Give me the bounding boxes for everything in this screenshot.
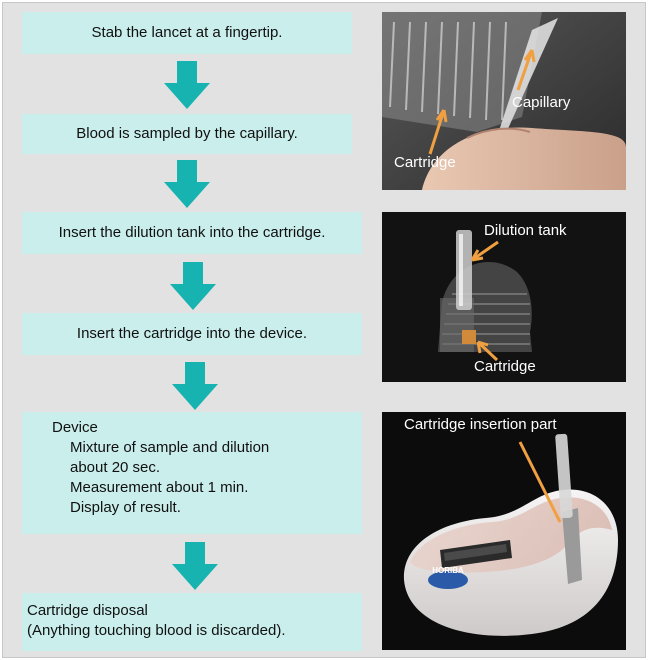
label-cartridge-insertion-part: Cartridge insertion part [404, 416, 557, 433]
disposal-line: Cartridge disposal [27, 601, 362, 621]
step-device: Device Mixture of sample and dilution ab… [22, 412, 362, 534]
label-cartridge: Cartridge [394, 154, 456, 171]
device-detail-line: Display of result. [70, 498, 362, 518]
photo-cartridge-capillary: Capillary Cartridge [382, 12, 626, 190]
down-arrow [164, 160, 210, 208]
down-arrow [164, 61, 210, 109]
label-cartridge: Cartridge [474, 358, 536, 375]
disposal-line: (Anything touching blood is discarded). [27, 621, 362, 641]
device-detail-line: Mixture of sample and dilution [70, 438, 362, 458]
label-capillary: Capillary [512, 94, 570, 111]
step-text: Insert the dilution tank into the cartri… [59, 223, 326, 243]
step-text: Stab the lancet at a fingertip. [92, 23, 283, 43]
step-insert-cartridge: Insert the cartridge into the device. [22, 313, 362, 355]
device-title: Device [52, 418, 362, 438]
step-text: Insert the cartridge into the device. [77, 324, 307, 344]
step-stab-lancet: Stab the lancet at a fingertip. [22, 12, 352, 54]
horiba-logo: HORIBA [428, 566, 468, 575]
step-insert-dilution-tank: Insert the dilution tank into the cartri… [22, 212, 362, 254]
step-text: Blood is sampled by the capillary. [76, 124, 298, 144]
photo-dilution-tank: Dilution tank Cartridge [382, 212, 626, 382]
device-detail-line: about 20 sec. [70, 458, 362, 478]
down-arrow [172, 362, 218, 410]
photo-device-art [382, 412, 626, 650]
down-arrow [172, 542, 218, 590]
device-detail-line: Measurement about 1 min. [70, 478, 362, 498]
step-blood-sampled: Blood is sampled by the capillary. [22, 114, 352, 154]
step-cartridge-disposal: Cartridge disposal (Anything touching bl… [22, 593, 362, 651]
down-arrow [170, 262, 216, 310]
photo-device: Cartridge insertion part HORIBA [382, 412, 626, 650]
label-dilution-tank: Dilution tank [484, 222, 567, 239]
